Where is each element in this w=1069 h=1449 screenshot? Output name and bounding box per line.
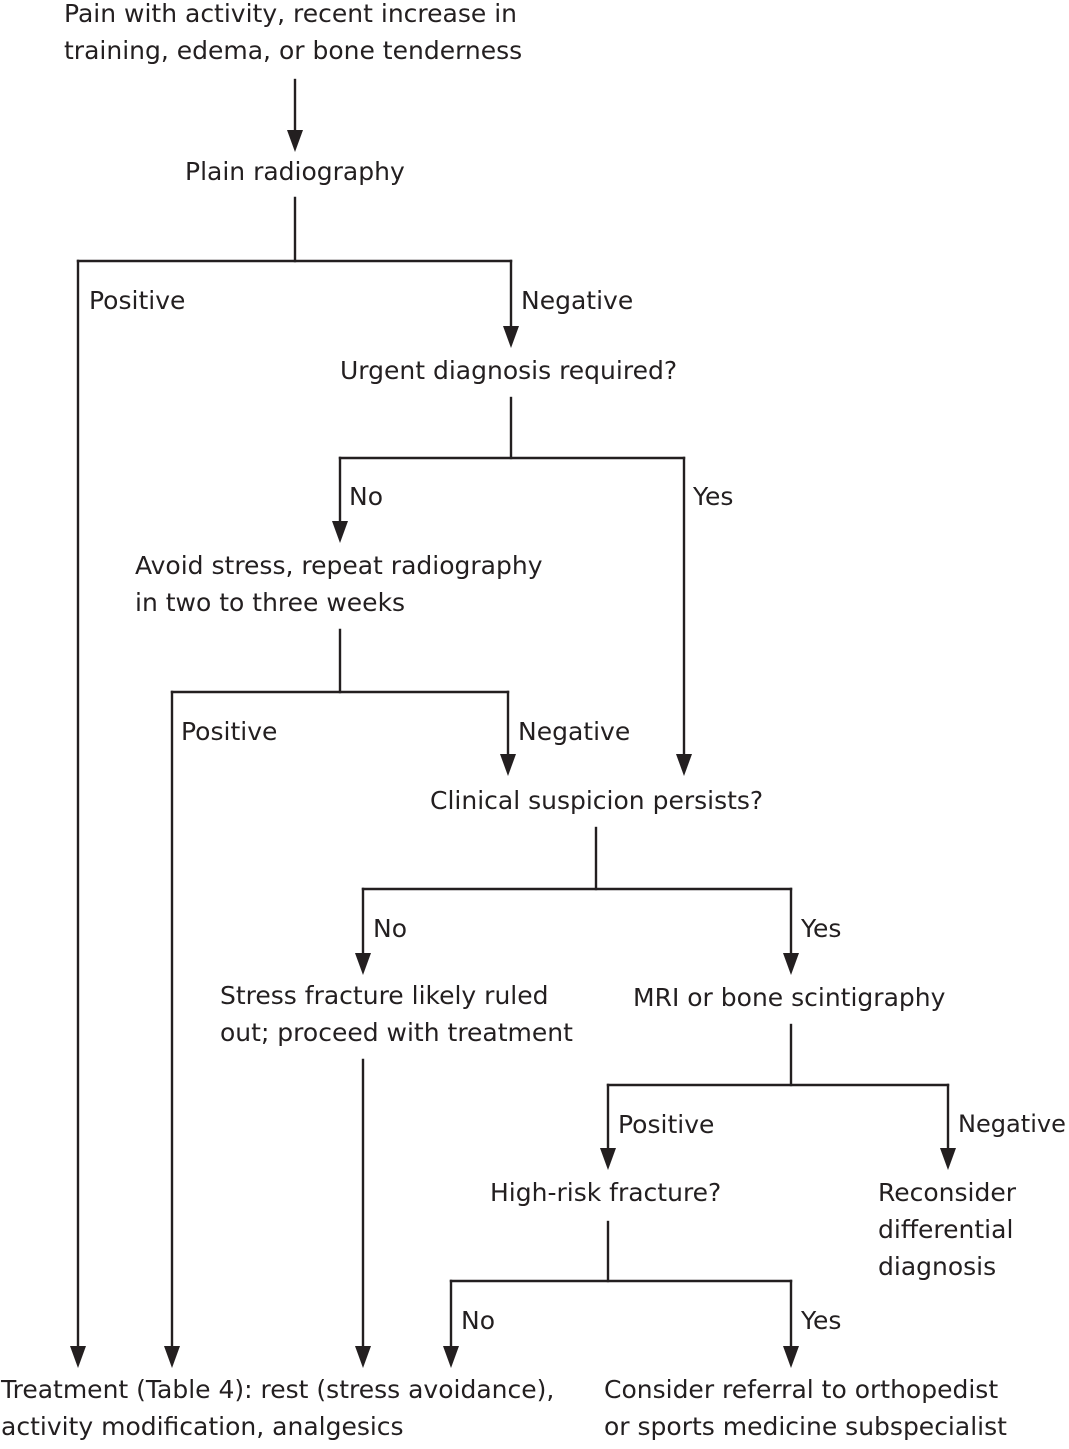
edge-label-urgent-yes: Yes: [693, 482, 734, 511]
node-treatment-line-2: activity modification, analgesics: [1, 1412, 404, 1441]
edge-label-suspicion-no: No: [373, 914, 407, 943]
edge-label-mri-negative: Negative: [958, 1110, 1066, 1138]
node-start-line-2: training, edema, or bone tenderness: [64, 36, 523, 65]
node-ruled-out-line-1: Stress fracture likely ruled: [220, 981, 549, 1010]
node-avoid-stress-line-1: Avoid stress, repeat radiography: [135, 551, 543, 580]
arrowhead: [355, 953, 371, 975]
node-ruled-out-line-2: out; proceed with treatment: [220, 1018, 573, 1047]
node-plain-radiography: Plain radiography: [185, 157, 405, 186]
arrowhead: [355, 1346, 371, 1368]
edge-label-repeat-positive: Positive: [181, 717, 278, 746]
node-avoid-stress-line-2: in two to three weeks: [135, 588, 406, 617]
arrowhead: [940, 1148, 956, 1170]
arrowhead: [503, 326, 519, 348]
node-avoid-stress: Avoid stress, repeat radiography in two …: [135, 547, 542, 621]
edge-label-highrisk-yes: Yes: [801, 1306, 842, 1335]
arrowhead: [443, 1346, 459, 1368]
node-referral-line-1: Consider referral to orthopedist: [604, 1375, 999, 1404]
node-start-line-1: Pain with activity, recent increase in: [64, 0, 517, 28]
edge-label-repeat-negative: Negative: [518, 717, 631, 746]
arrowhead: [287, 130, 303, 152]
edge-label-mri-positive: Positive: [618, 1110, 715, 1139]
node-reconsider-line-2: differential: [878, 1215, 1014, 1244]
edge-label-xray-positive: Positive: [89, 286, 186, 315]
node-start: Pain with activity, recent increase in t…: [64, 0, 522, 69]
arrowhead: [332, 521, 348, 543]
node-clinical-suspicion: Clinical suspicion persists?: [430, 786, 764, 815]
node-treatment: Treatment (Table 4): rest (stress avoida…: [1, 1371, 554, 1445]
arrowhead: [600, 1148, 616, 1170]
edge-label-urgent-no: No: [349, 482, 383, 511]
node-referral-line-2: or sports medicine subspecialist: [604, 1412, 1007, 1441]
node-ruled-out: Stress fracture likely ruled out; procee…: [220, 977, 573, 1051]
edge-label-suspicion-yes: Yes: [801, 914, 842, 943]
arrowhead: [783, 953, 799, 975]
node-reconsider-line-1: Reconsider: [878, 1178, 1017, 1207]
node-referral: Consider referral to orthopedist or spor…: [604, 1371, 1007, 1445]
edge-label-highrisk-no: No: [461, 1306, 495, 1335]
arrowhead: [783, 1346, 799, 1368]
arrowhead: [70, 1346, 86, 1368]
node-high-risk: High-risk fracture?: [490, 1178, 722, 1207]
node-mri: MRI or bone scintigraphy: [633, 983, 946, 1012]
node-reconsider-line-3: diagnosis: [878, 1252, 997, 1281]
edge-label-xray-negative: Negative: [521, 286, 634, 315]
arrowhead: [164, 1346, 180, 1368]
node-reconsider: Reconsider differential diagnosis: [878, 1174, 1016, 1285]
arrowhead: [500, 754, 516, 776]
arrowhead: [676, 754, 692, 776]
node-treatment-line-1: Treatment (Table 4): rest (stress avoida…: [1, 1375, 555, 1404]
node-urgent-diagnosis: Urgent diagnosis required?: [340, 356, 678, 385]
